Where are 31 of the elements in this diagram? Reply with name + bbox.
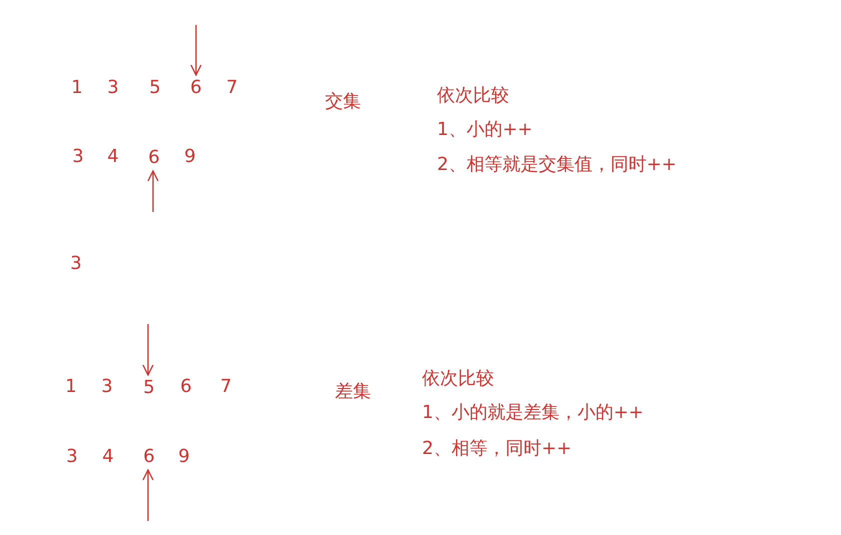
rule-note: 1、小的就是差集，小的++ [422, 402, 644, 424]
rule-note: 依次比较 [437, 85, 509, 107]
number: 9 [178, 446, 190, 468]
pointer-arrow [142, 324, 154, 376]
number: 1 [71, 77, 83, 99]
number: 1 [65, 376, 77, 398]
pointer-arrow [147, 170, 159, 212]
number: 7 [226, 77, 238, 99]
rule-note: 2、相等就是交集值，同时++ [437, 154, 677, 176]
number: 6 [190, 77, 202, 99]
number: 7 [220, 376, 232, 398]
number: 6 [143, 446, 155, 468]
number: 3 [101, 376, 113, 398]
rule-note: 1、小的++ [437, 119, 533, 141]
pointer-arrow [190, 25, 202, 76]
number: 4 [102, 446, 114, 468]
number: 5 [143, 377, 155, 399]
number: 3 [72, 146, 84, 168]
number: 5 [149, 77, 161, 99]
set-heading: 交集 [325, 91, 361, 113]
number: 9 [184, 146, 196, 168]
set-heading: 差集 [335, 381, 371, 403]
number: 3 [66, 446, 78, 468]
number: 4 [107, 146, 119, 168]
number: 6 [180, 376, 192, 398]
pointer-arrow [142, 469, 154, 521]
number: 6 [148, 147, 160, 169]
rule-note: 依次比较 [422, 368, 494, 390]
number: 3 [107, 77, 119, 99]
rule-note: 2、相等，同时++ [422, 438, 572, 460]
number: 3 [70, 253, 82, 275]
